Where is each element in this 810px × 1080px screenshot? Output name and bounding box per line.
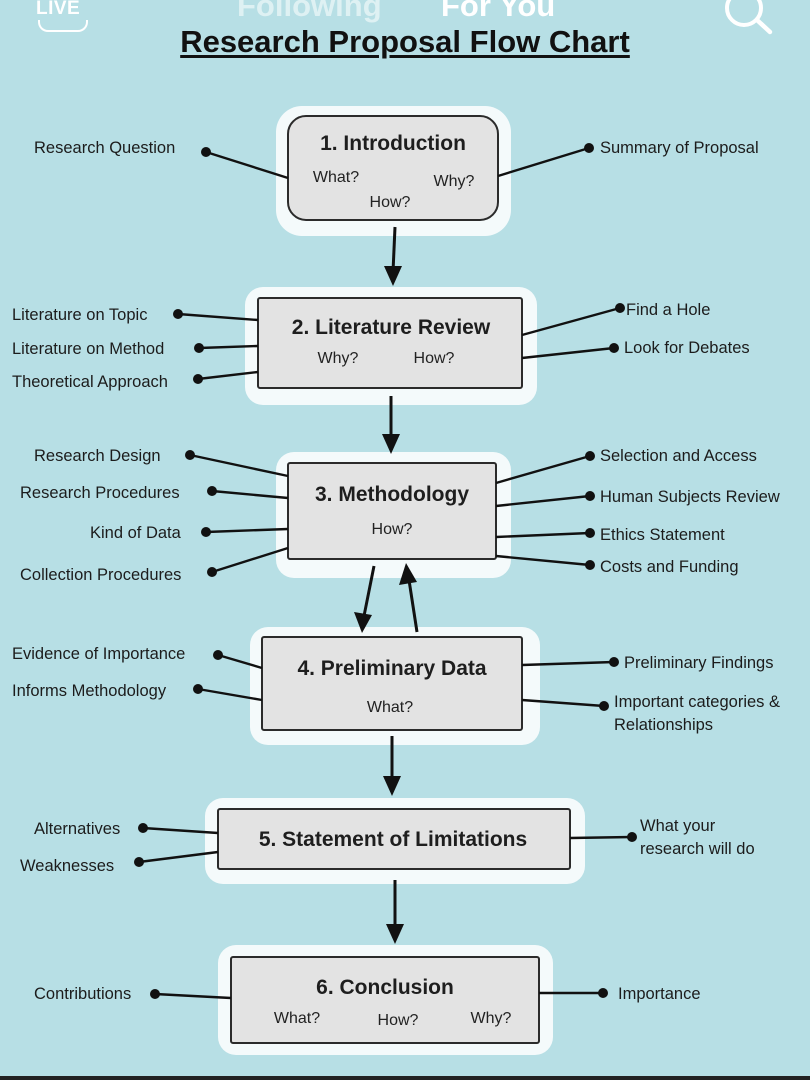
left-label: Research Design xyxy=(34,447,161,465)
question-label: Why? xyxy=(434,173,475,190)
right-label: Preliminary Findings xyxy=(624,654,773,672)
search-icon[interactable] xyxy=(720,0,776,38)
question-label: What? xyxy=(313,169,359,186)
right-label: Selection and Access xyxy=(600,447,757,465)
question-label: What? xyxy=(274,1010,320,1027)
page-title: Research Proposal Flow Chart xyxy=(180,24,630,59)
connectors-limitations: Alternatives Weaknesses What your resear… xyxy=(20,817,755,875)
left-label: Literature on Topic xyxy=(12,306,147,324)
box-methodology: 3. Methodology How? xyxy=(287,462,497,560)
left-label: Theoretical Approach xyxy=(12,373,168,391)
box-preliminary-data: 4. Preliminary Data What? xyxy=(261,636,523,731)
right-label: Ethics Statement xyxy=(600,526,725,544)
arrow-intro-to-review xyxy=(384,226,402,286)
box-title: 3. Methodology xyxy=(315,483,469,506)
arrow-limitations-to-conclusion xyxy=(386,880,404,944)
question-label: How? xyxy=(378,1012,419,1029)
box-title: 4. Preliminary Data xyxy=(297,657,486,680)
left-label: Collection Procedures xyxy=(20,566,181,584)
right-label: What your xyxy=(640,817,716,835)
question-label: Why? xyxy=(318,350,359,367)
left-label: Weaknesses xyxy=(20,857,114,875)
box-statement-of-limitations: 5. Statement of Limitations xyxy=(217,808,571,870)
right-label: research will do xyxy=(640,840,755,858)
question-label: Why? xyxy=(471,1010,512,1027)
left-label: Research Question xyxy=(34,139,175,157)
question-label: How? xyxy=(414,350,455,367)
connectors-conclusion: Contributions Importance xyxy=(34,985,701,1003)
live-icon xyxy=(38,20,88,32)
left-label: Informs Methodology xyxy=(12,682,167,700)
right-label: Human Subjects Review xyxy=(600,488,780,506)
arrow-data-to-limitations xyxy=(383,736,401,796)
left-label: Research Procedures xyxy=(20,484,180,502)
arrows-method-data xyxy=(354,563,419,633)
box-conclusion: 6. Conclusion What? How? Why? xyxy=(230,956,540,1044)
connectors-methodology: Research Design Research Procedures Kind… xyxy=(20,447,780,584)
connectors-introduction: Research Question Summary of Proposal xyxy=(34,139,759,180)
box-introduction: 1. Introduction What? Why? How? xyxy=(287,115,499,221)
bottom-border xyxy=(0,1076,810,1080)
question-label: How? xyxy=(372,521,413,538)
question-label: What? xyxy=(367,699,413,716)
right-label: Costs and Funding xyxy=(600,558,739,576)
box-title: 2. Literature Review xyxy=(292,316,491,339)
right-label: Find a Hole xyxy=(626,301,710,319)
left-label: Contributions xyxy=(34,985,131,1003)
right-label: Importance xyxy=(618,985,701,1003)
connectors-preliminary-data: Evidence of Importance Informs Methodolo… xyxy=(12,645,780,734)
box-title: 5. Statement of Limitations xyxy=(259,828,527,851)
box-literature-review: 2. Literature Review Why? How? xyxy=(257,297,523,389)
right-label: Relationships xyxy=(614,716,713,734)
live-button[interactable]: LIVE xyxy=(36,0,81,19)
left-label: Evidence of Importance xyxy=(12,645,185,663)
box-title: 1. Introduction xyxy=(320,132,466,155)
connectors-literature-review: Literature on Topic Literature on Method… xyxy=(12,301,750,391)
box-title: 6. Conclusion xyxy=(316,976,454,999)
right-label: Important categories & xyxy=(614,693,780,711)
left-label: Literature on Method xyxy=(12,340,164,358)
tab-for-you[interactable]: For You xyxy=(441,0,556,23)
left-label: Kind of Data xyxy=(90,524,182,542)
question-label: How? xyxy=(370,194,411,211)
right-label: Look for Debates xyxy=(624,339,750,357)
left-label: Alternatives xyxy=(34,820,120,838)
tab-following[interactable]: Following xyxy=(237,0,382,23)
arrow-review-to-method xyxy=(382,396,400,454)
right-label: Summary of Proposal xyxy=(600,139,759,157)
